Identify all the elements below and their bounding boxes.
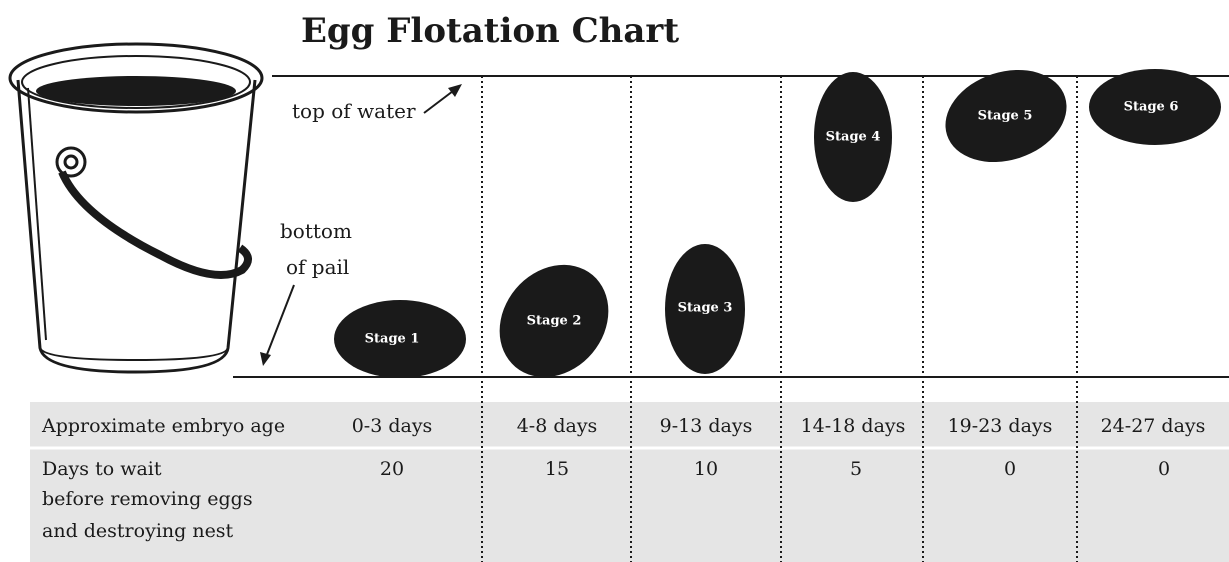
- top-of-water-label: top of water: [292, 99, 416, 123]
- days-to-wait-row-header-line3: and destroying nest: [42, 520, 234, 542]
- days-to-wait-cell: 20: [380, 458, 404, 480]
- egg-shape: [665, 244, 745, 374]
- column-dividers: [481, 76, 1078, 562]
- egg-stage-3: Stage 3: [665, 244, 745, 374]
- embryo-age-cell: 0-3 days: [352, 415, 433, 437]
- days-to-wait-row-header-line1: Days to wait: [42, 458, 162, 480]
- egg-shape: [499, 264, 609, 378]
- egg-stage-5: Stage 5: [945, 69, 1067, 163]
- egg-shape: [945, 69, 1067, 163]
- embryo-age-cell: 14-18 days: [801, 415, 906, 437]
- egg-stage-label: Stage 1: [365, 332, 420, 347]
- embryo-age-cell: 19-23 days: [948, 415, 1053, 437]
- days-to-wait-cell: 5: [850, 458, 862, 480]
- egg-stage-1: Stage 1: [334, 300, 466, 378]
- bottom-of-pail-label-line1: bottom: [280, 219, 352, 243]
- days-to-wait-row-header-line2: before removing eggs: [42, 488, 253, 510]
- egg-stage-label: Stage 2: [527, 314, 582, 329]
- days-to-wait-cell: 0: [1158, 458, 1170, 480]
- days-to-wait-cell: 15: [545, 458, 569, 480]
- days-to-wait-cell: 10: [694, 458, 718, 480]
- table-background: [30, 402, 1229, 562]
- bottom-of-pail-label-line2: of pail: [286, 255, 349, 279]
- embryo-age-cell: 4-8 days: [517, 415, 598, 437]
- bottom-of-pail-arrow-icon: [260, 284, 295, 366]
- egg-stage-4: Stage 4: [814, 72, 892, 202]
- egg-stage-6: Stage 6: [1089, 69, 1221, 145]
- pail-icon: [8, 42, 264, 374]
- egg-stage-label: Stage 3: [678, 301, 733, 316]
- embryo-age-row-header: Approximate embryo age: [41, 415, 285, 437]
- chart-title: Egg Flotation Chart: [301, 11, 679, 51]
- embryo-age-cell: 9-13 days: [660, 415, 753, 437]
- embryo-age-cell: 24-27 days: [1101, 415, 1206, 437]
- egg-stage-label: Stage 6: [1124, 100, 1179, 115]
- egg-shape: [1089, 69, 1221, 145]
- egg-stage-label: Stage 5: [978, 109, 1033, 124]
- egg-stage-label: Stage 4: [826, 130, 881, 145]
- days-to-wait-cell: 0: [1004, 458, 1016, 480]
- egg-shape: [814, 72, 892, 202]
- egg-shape: [334, 300, 466, 378]
- egg-stage-2: Stage 2: [499, 264, 609, 378]
- top-of-water-arrow-icon: [423, 84, 462, 114]
